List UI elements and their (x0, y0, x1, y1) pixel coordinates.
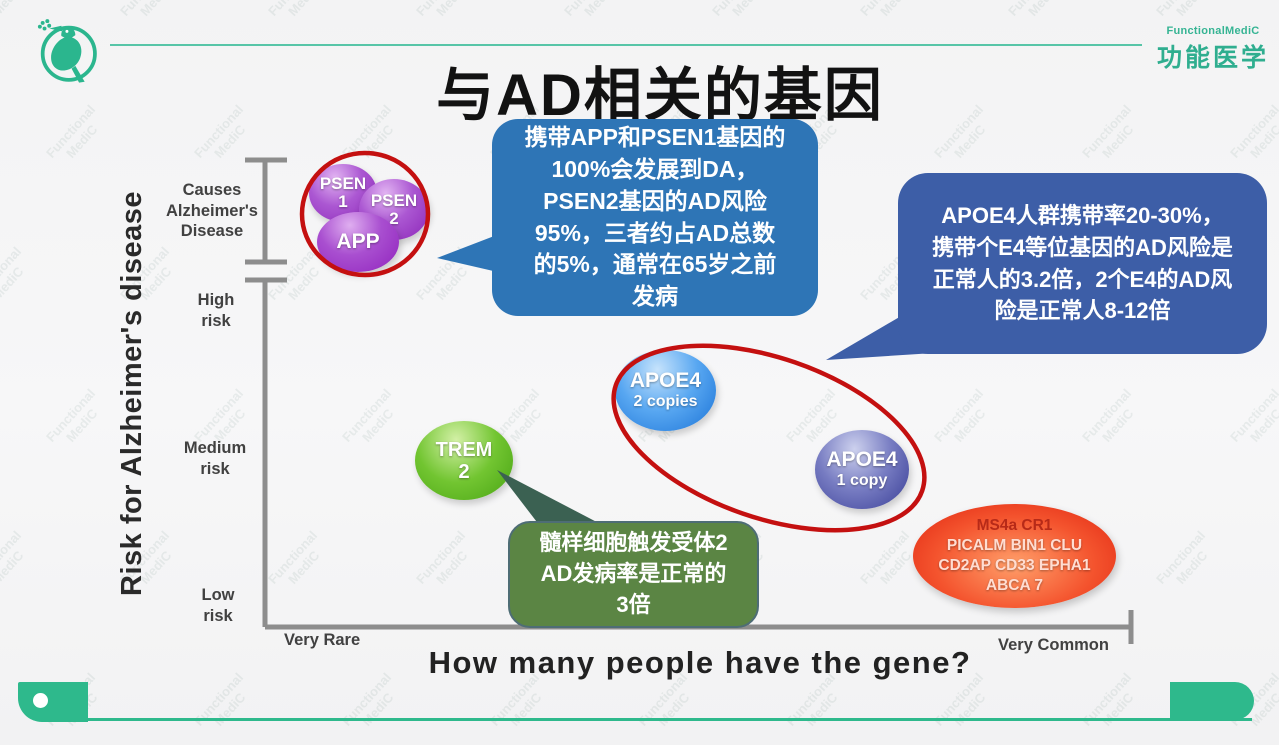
gene-label: PICALM BIN1 CLU (946, 537, 1083, 555)
gene-label: 2 copies (633, 393, 698, 411)
bottom-divider-line (55, 718, 1252, 721)
callout-text: APOE4人群携带率20-30%， 携带个E4等位基因的AD风险是 正常人的3.… (932, 202, 1233, 324)
footer-left-tab (18, 682, 88, 722)
gene-label: APP (336, 230, 380, 253)
gene-label: PSEN (370, 190, 418, 210)
slide-title: 与AD相关的基因 (436, 63, 884, 128)
gene-label: TREM (435, 438, 493, 461)
gene-bubble-app: APP (317, 212, 399, 272)
gene-label: CD2AP CD33 EPHA1 (938, 557, 1091, 574)
callout-text: 携带APP和PSEN1基因的 100%会发展到DA， PSEN2基因的AD风险 … (524, 124, 786, 309)
callout-trem2: 髓样细胞触发受体2 AD发病率是正常的 3倍 (508, 521, 759, 628)
gene-label: 2 (458, 460, 470, 483)
gene-label: PSEN (319, 174, 367, 194)
callout-apoe4: APOE4人群携带率20-30%， 携带个E4等位基因的AD风险是 正常人的3.… (898, 173, 1267, 354)
footer-right-tab (1170, 682, 1254, 720)
bird-logo-icon (37, 19, 97, 83)
callout-psen-app: 携带APP和PSEN1基因的 100%会发展到DA， PSEN2基因的AD风险 … (492, 119, 818, 316)
gene-label: MS4a CR1 (976, 517, 1053, 535)
y-tick-causes: Causes Alzheimer's Disease (166, 181, 258, 241)
gene-label: ABCA 7 (985, 576, 1044, 594)
gene-label: APOE4 (629, 369, 702, 393)
y-axis-title: Risk for Alzheimer's disease (116, 190, 148, 596)
top-divider-line (110, 44, 1142, 46)
gene-label: 1 copy (836, 472, 888, 490)
brand-logo: FunctionalMediC 功能医学 (1154, 25, 1272, 74)
brand-name-en: FunctionalMediC (1166, 25, 1260, 37)
brand-name-cn: 功能医学 (1156, 44, 1269, 72)
gene-bubble-apoe4-2copies: APOE4 2 copies (615, 350, 716, 431)
y-tick-low-risk: Low risk (201, 586, 235, 625)
gene-label: APOE4 (826, 448, 898, 472)
x-axis-title: How many people have the gene? (428, 645, 972, 680)
gene-bubble-trem2: TREM 2 (415, 421, 513, 500)
gene-bubble-common-variants: MS4a CR1 PICALM BIN1 CLU CD2AP CD33 EPHA… (913, 504, 1116, 608)
footer-dot (33, 693, 48, 708)
y-tick-high-risk: High risk (197, 291, 235, 330)
gene-bubble-apoe4-1copy: APOE4 1 copy (815, 430, 909, 509)
callout-text: 髓样细胞触发受体2 AD发病率是正常的 3倍 (539, 530, 728, 617)
y-tick-medium-risk: Medium risk (183, 439, 247, 478)
gene-label: 1 (338, 192, 348, 211)
